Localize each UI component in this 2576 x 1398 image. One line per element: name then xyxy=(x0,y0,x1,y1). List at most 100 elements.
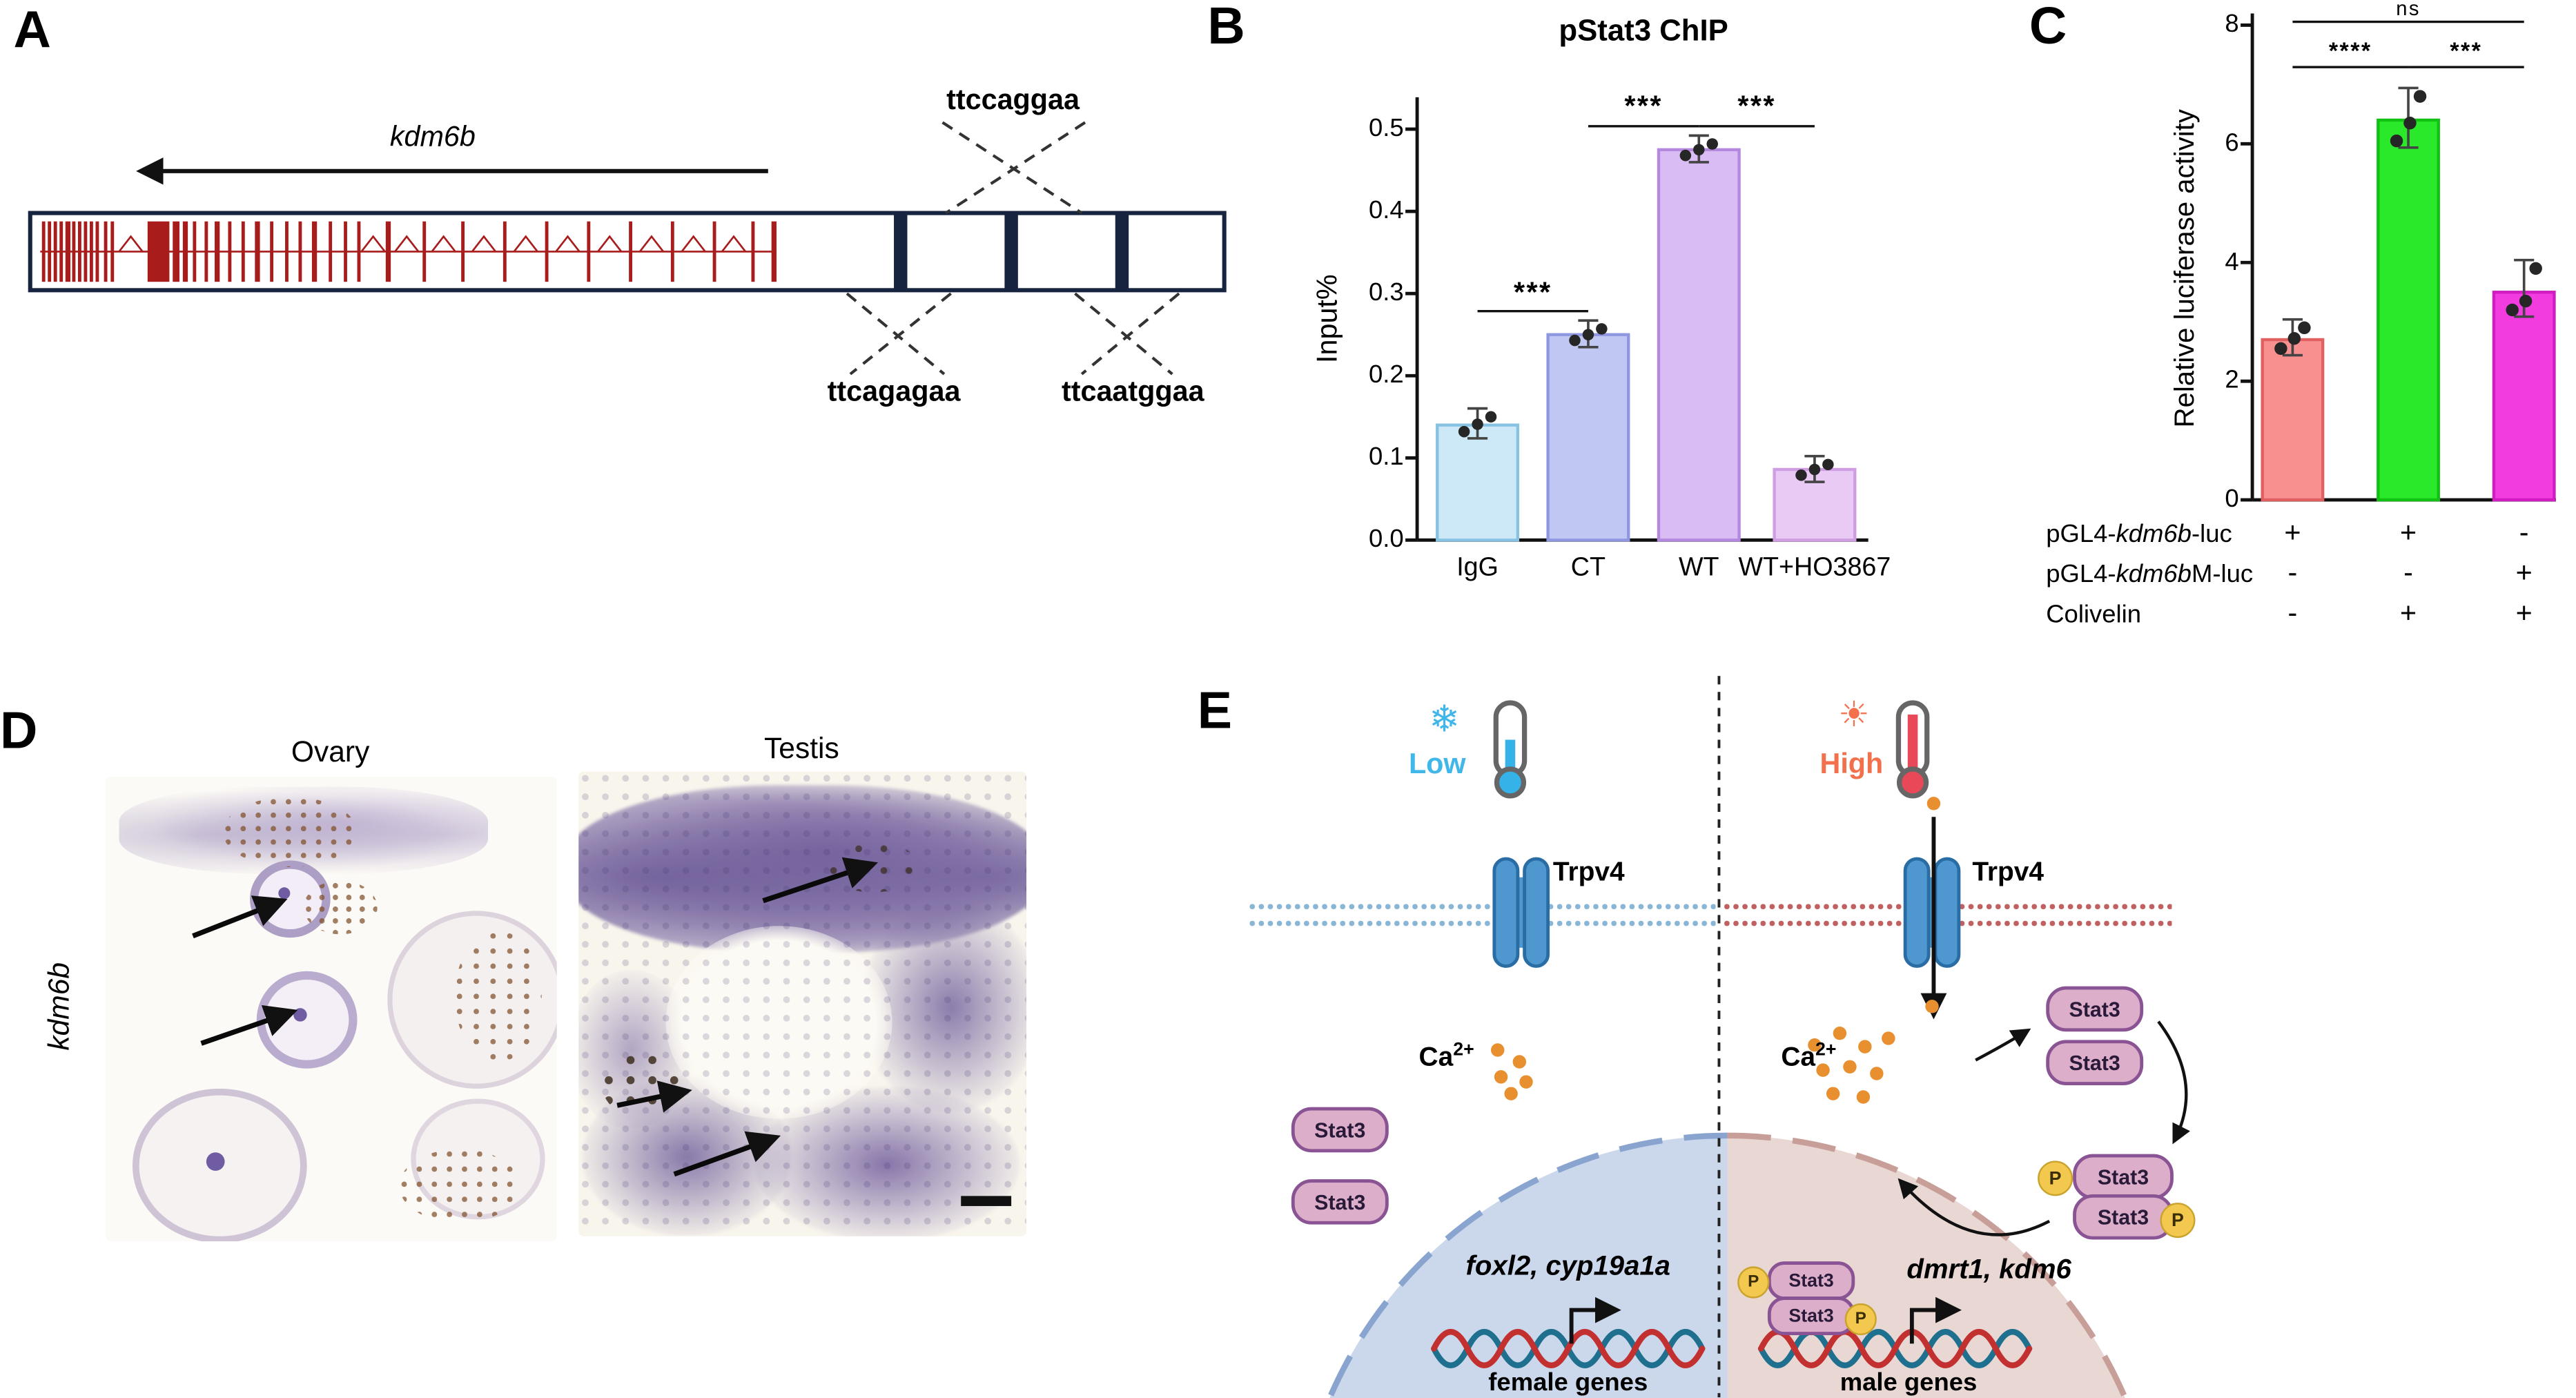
stain-speckles xyxy=(223,797,358,868)
stat3-binding-site-bar xyxy=(894,213,908,291)
ca-ion xyxy=(1504,1087,1518,1100)
y-tick-label: 0.4 xyxy=(1368,196,1404,225)
low-temp-label: Low xyxy=(1408,748,1466,780)
ca-sup: 2+ xyxy=(1453,1040,1474,1060)
data-point xyxy=(1569,334,1581,347)
y-tick-label: 0.1 xyxy=(1368,443,1404,472)
intron-caret xyxy=(555,235,580,253)
site-callout-line xyxy=(846,292,946,376)
exon xyxy=(311,221,318,282)
snowflake-icon: ❄ xyxy=(1429,697,1460,740)
intron-caret xyxy=(638,235,665,253)
stat3-oval: Stat3 xyxy=(1291,1179,1389,1225)
significance-label: ns xyxy=(2396,0,2421,21)
ca-ion xyxy=(1519,1075,1533,1089)
thermometer-low-mercury xyxy=(1505,739,1516,774)
data-point xyxy=(1795,469,1807,481)
exon xyxy=(344,221,347,282)
sun-icon: ☀ xyxy=(1837,696,1870,735)
site-callout-line xyxy=(1080,292,1180,376)
data-point xyxy=(1485,411,1497,423)
nucleus-envelope-left xyxy=(1326,1132,1728,1398)
exon xyxy=(329,221,333,282)
panel-b-label: B xyxy=(1207,0,1245,56)
condition-value: - xyxy=(2287,556,2298,589)
y-tick-label: 8 xyxy=(2225,10,2239,39)
testis-title: Testis xyxy=(764,731,839,765)
ovary-title: Ovary xyxy=(291,735,370,768)
cell-membrane-low xyxy=(1247,901,1716,931)
condition-value: - xyxy=(2519,516,2529,549)
phospho-badge: P xyxy=(2038,1161,2074,1196)
ca-sup: 2+ xyxy=(1815,1040,1837,1060)
exon xyxy=(545,221,549,282)
x-category-label: WT xyxy=(1678,553,1719,583)
significance-label: *** xyxy=(1513,275,1552,308)
male-genes-label: dmrt1, kdm6 xyxy=(1906,1254,2071,1285)
data-point xyxy=(1808,463,1821,476)
ca-ion xyxy=(1926,797,1941,810)
condition-label-part: pGL4- xyxy=(2046,560,2116,589)
female-dna-strand-red xyxy=(1431,1329,1706,1368)
bar-1 xyxy=(2377,118,2440,502)
condition-label-part: pGL4- xyxy=(2046,520,2116,549)
exon xyxy=(422,221,427,282)
exon xyxy=(53,221,57,282)
pointer-arrow xyxy=(616,1080,692,1113)
trpv4-channel-left-subunit xyxy=(1492,857,1520,968)
stain-mottle xyxy=(578,771,1026,1236)
exon xyxy=(228,221,232,282)
condition-label: pGL4-kdm6b-luc xyxy=(2046,520,2232,548)
panel-d-label: D xyxy=(0,701,38,760)
exon xyxy=(461,221,465,282)
panel-a-label: A xyxy=(13,0,51,59)
stat3-oval: Stat3 xyxy=(1291,1107,1389,1153)
data-point xyxy=(1822,458,1834,471)
exon xyxy=(77,221,81,282)
condition-label-part: Colivelin xyxy=(2046,600,2142,630)
female-genes-label: foxl2, cyp19a1a xyxy=(1465,1251,1670,1282)
phospho-badge: P xyxy=(1737,1266,1770,1299)
stat3-binding-site-bar xyxy=(1004,213,1018,291)
exon xyxy=(629,221,632,282)
intron-caret xyxy=(360,235,386,253)
x-category-label: CT xyxy=(1570,553,1606,583)
condition-value: - xyxy=(2403,556,2413,589)
ca-ion xyxy=(1512,1055,1527,1069)
binding-site-bottom-left: ttcagagaa xyxy=(827,376,961,408)
micrograph-annotations xyxy=(192,857,1012,1206)
condition-value: + xyxy=(2515,556,2533,589)
ovary-micrograph xyxy=(106,776,557,1241)
pointer-arrow xyxy=(200,1005,298,1046)
data-point xyxy=(2413,90,2427,103)
exon xyxy=(204,221,208,282)
intron-caret xyxy=(431,235,456,253)
y-tick-label: 0.3 xyxy=(1368,278,1404,307)
significance-label: *** xyxy=(2450,37,2483,64)
exon xyxy=(41,221,46,282)
data-point xyxy=(1472,418,1483,430)
ca-ion xyxy=(1826,1087,1840,1100)
data-point xyxy=(2519,294,2533,308)
data-point xyxy=(2287,332,2301,345)
condition-value: + xyxy=(2515,596,2533,630)
chartB-plot xyxy=(1405,97,1868,542)
stat3-phosphorylation-arrow xyxy=(2157,1020,2190,1145)
pointer-arrow xyxy=(673,1131,781,1177)
stat3-dimer-bottom: Stat3 xyxy=(2073,1194,2174,1240)
pointer-arrow xyxy=(192,895,288,939)
lipid-row xyxy=(1247,902,1716,911)
male-genes-caption: male genes xyxy=(1840,1368,1978,1397)
thermometer-low-bulb xyxy=(1494,766,1527,799)
thermometer-high-bulb xyxy=(1896,766,1929,799)
calcium-label-left: Ca2+ xyxy=(1419,1040,1474,1074)
exon xyxy=(173,221,179,282)
condition-value: + xyxy=(2284,516,2301,549)
significance-label: *** xyxy=(1624,90,1663,123)
binding-site-top: ttccaggaa xyxy=(946,84,1080,116)
stat3-oval: Stat3 xyxy=(2046,1040,2144,1086)
panel-c-label: C xyxy=(2029,0,2067,56)
exon xyxy=(241,221,245,282)
ca-text: Ca xyxy=(1781,1044,1816,1073)
exon xyxy=(48,221,52,282)
